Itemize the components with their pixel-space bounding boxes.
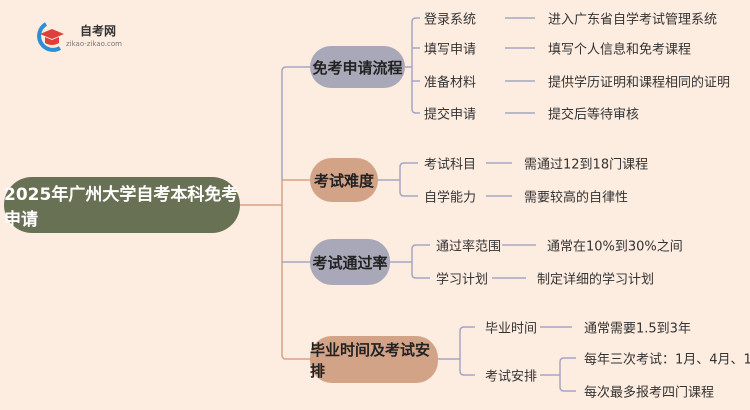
leaf-value: 提交后等待审核 [548, 107, 640, 123]
leaf-label: 提交申请 [424, 107, 477, 123]
logo-url: zikao-zikao.com [66, 40, 122, 48]
branch-graduation-schedule: 毕业时间及考试安排 [310, 336, 438, 383]
leaf-label: 通过率范围 [436, 239, 502, 255]
leaf-value: 填写个人信息和免考课程 [548, 42, 692, 58]
logo-icon [37, 22, 64, 52]
leaf-label: 填写申请 [424, 42, 477, 58]
branch-difficulty: 考试难度 [310, 158, 378, 202]
leaf-value: 进入广东省自学考试管理系统 [548, 12, 718, 28]
leaf-value: 通常在10%到30%之间 [547, 239, 683, 255]
leaf-value: 需通过12到18门课程 [524, 157, 649, 173]
leaf-value: 每年三次考试：1月、4月、10月 [584, 352, 750, 368]
leaf-value: 需要较高的自律性 [524, 190, 629, 206]
leaf-label: 准备材料 [424, 75, 477, 91]
leaf-label: 毕业时间 [485, 321, 538, 337]
leaf-label: 学习计划 [436, 272, 489, 288]
leaf-label: 考试安排 [485, 369, 538, 385]
logo-title: 自考网 [80, 24, 117, 38]
root-node: 2025年广州大学自考本科免考申请 [4, 177, 240, 233]
leaf-value: 提供学历证明和课程相同的证明 [548, 75, 731, 91]
leaf-value: 通常需要1.5到3年 [584, 321, 691, 337]
leaf-label: 登录系统 [424, 12, 477, 28]
leaf-label: 自学能力 [424, 190, 477, 206]
leaf-value: 制定详细的学习计划 [537, 272, 655, 288]
branch-application-process: 免考申请流程 [310, 46, 405, 88]
leaf-value: 每次最多报考四门课程 [584, 385, 715, 401]
branch-pass-rate: 考试通过率 [310, 239, 390, 285]
leaf-label: 考试科目 [424, 157, 477, 173]
